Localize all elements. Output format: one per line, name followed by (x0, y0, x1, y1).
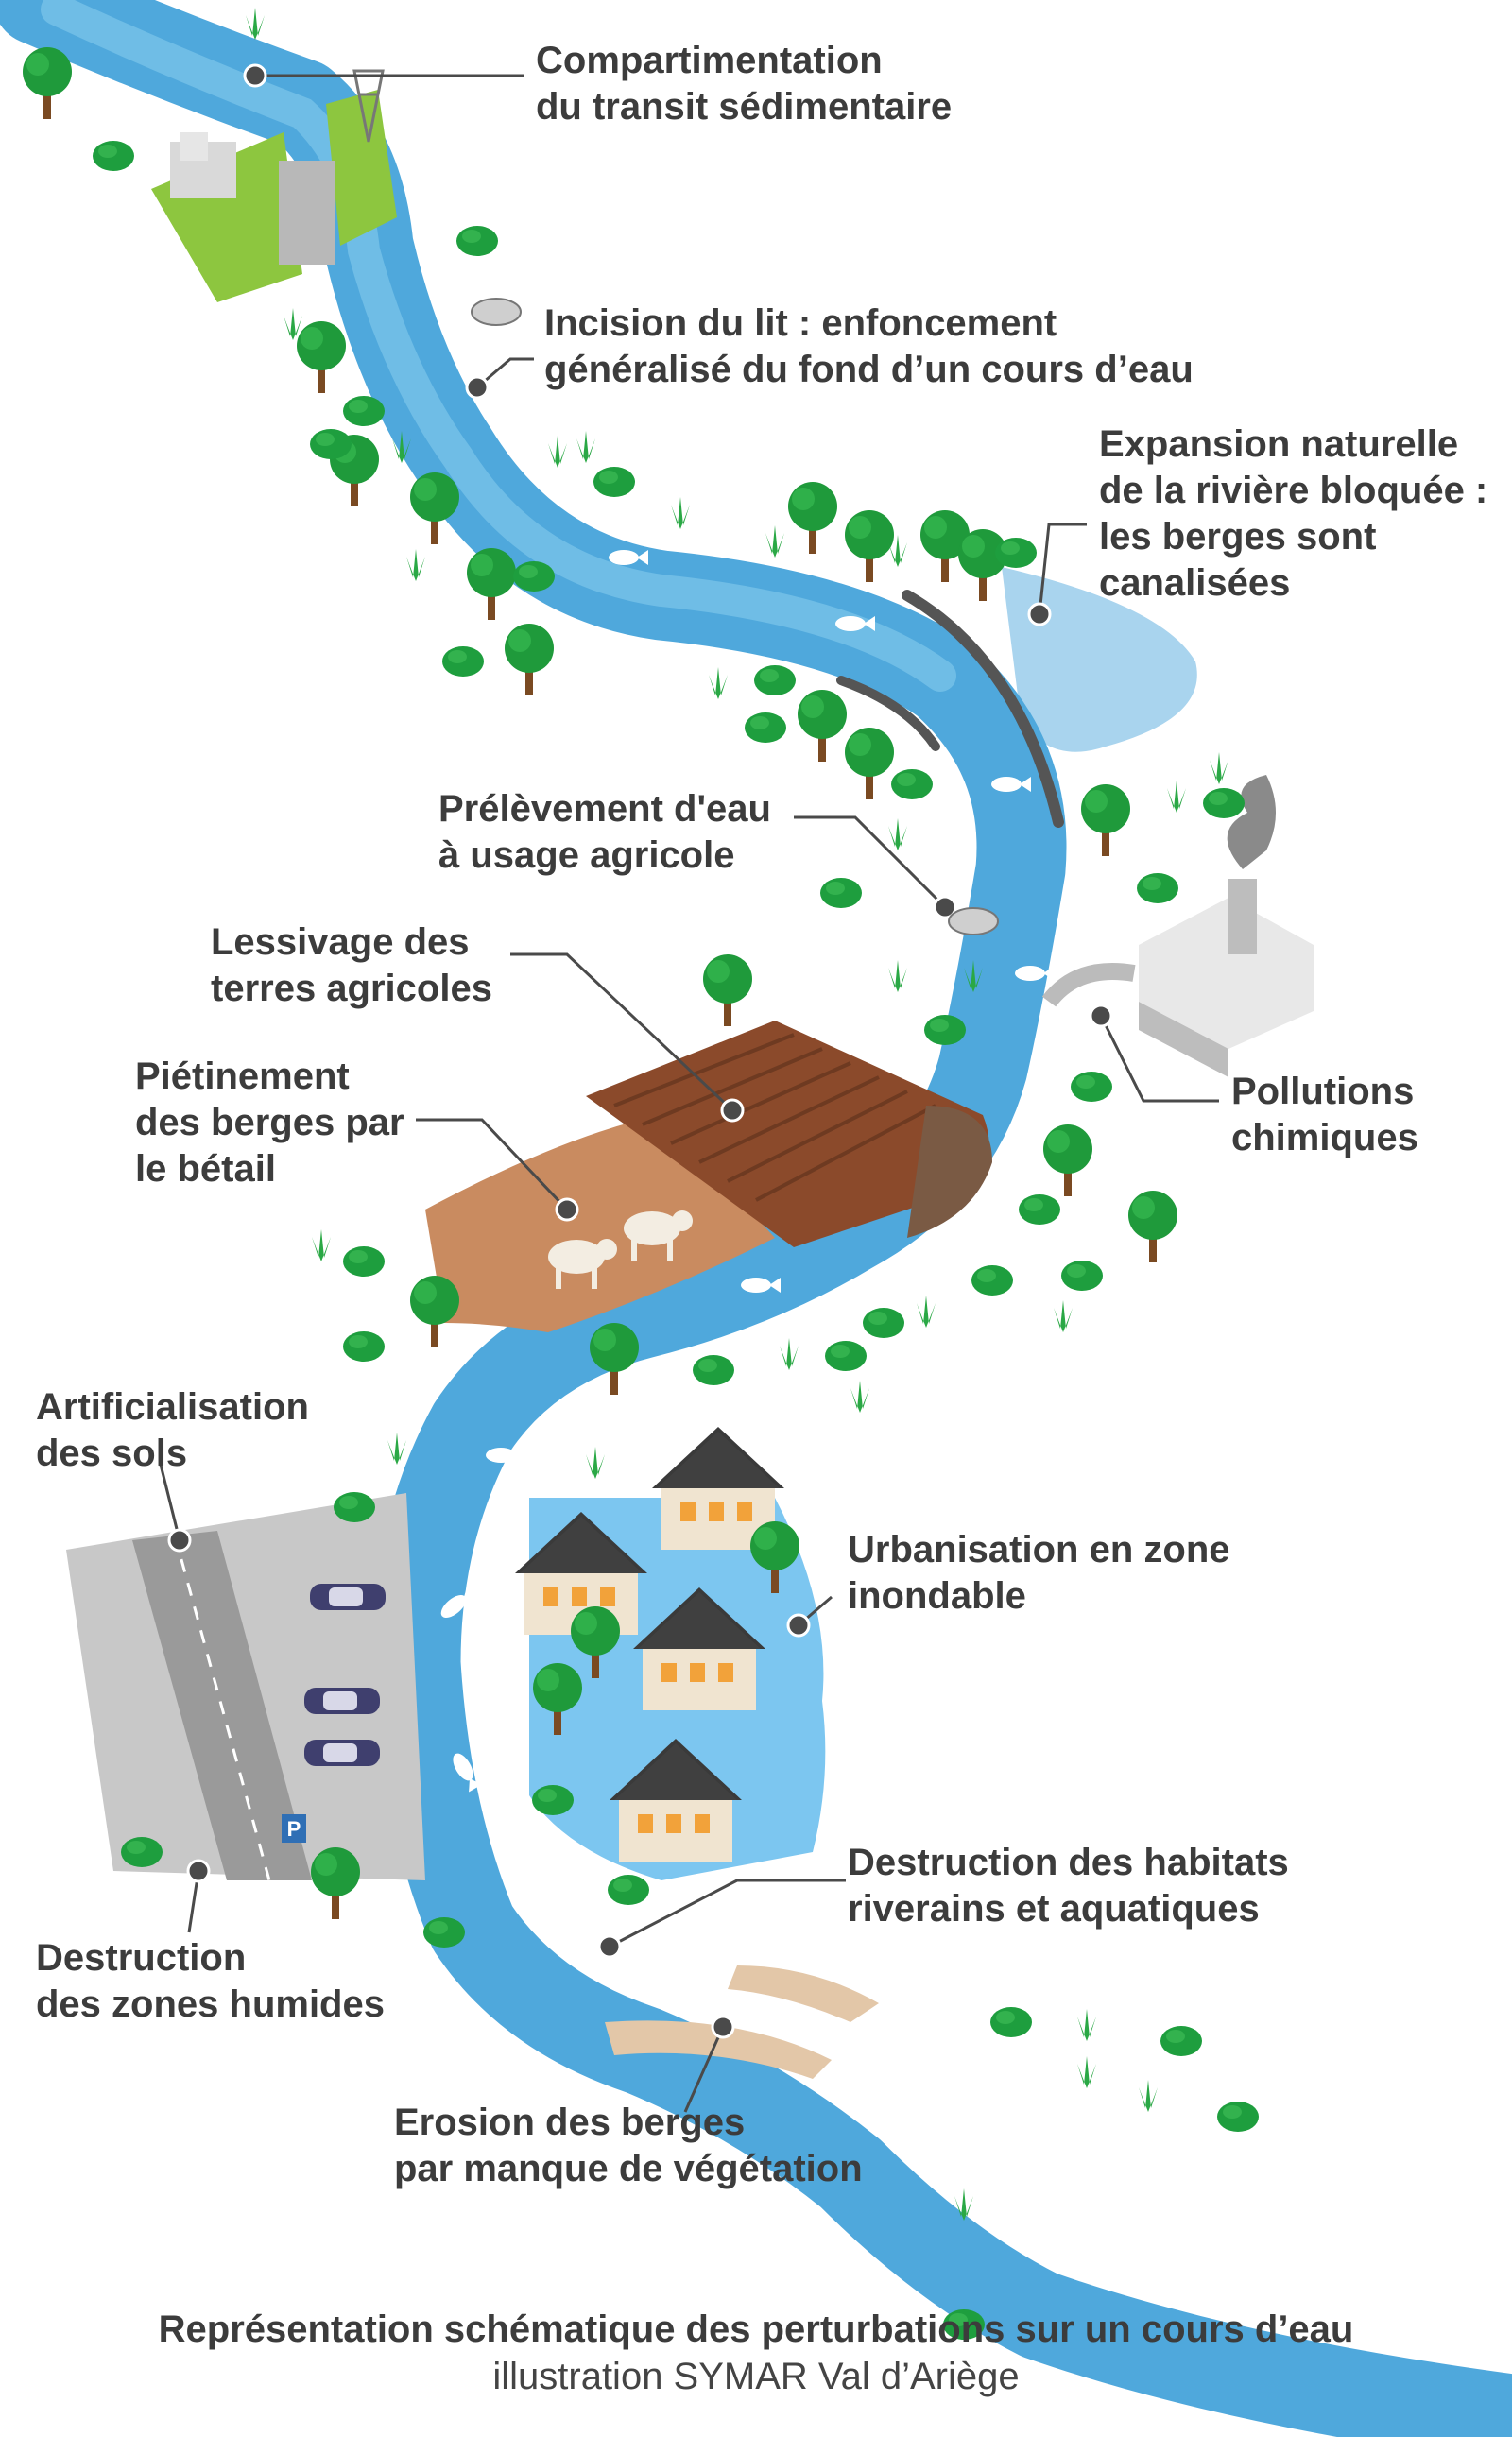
pollution-drain (1041, 963, 1136, 1007)
erosion-bank (605, 2020, 832, 2079)
leader-expansion (1038, 523, 1087, 615)
leader-habitats (609, 1879, 846, 1948)
leader-artificialisation (159, 1464, 181, 1541)
marker-expansion (1027, 602, 1052, 626)
label-erosion: Erosion des berges par manque de végétat… (394, 2102, 863, 2189)
marker-incision (465, 375, 490, 400)
label-pollutions: Pollutions chimiques (1231, 1071, 1418, 1158)
intake-top (471, 298, 522, 326)
factory (1139, 898, 1314, 1049)
marker-habitats (597, 1934, 622, 1959)
diagram-title: Représentation schématique des perturbat… (158, 2308, 1354, 2350)
diagram-credit: illustration SYMAR Val d’Ariège (492, 2356, 1020, 2397)
label-artificialisation: Artificialisation des sols (36, 1386, 309, 1474)
parking-sign (282, 1814, 306, 1843)
erosion-bank-2 (728, 1965, 879, 2022)
marker-erosion (711, 2015, 735, 2039)
marker-prelevement (933, 895, 957, 919)
leader-pollutions (1099, 1015, 1219, 1103)
canal-bank (902, 590, 1064, 828)
marker-artificialisation (167, 1528, 192, 1553)
dam-right-bank (326, 90, 397, 246)
label-lessivage: Lessivage des terres agricoles (211, 921, 492, 1009)
pylon (352, 69, 385, 143)
label-zones-humides: Destruction des zones humides (36, 1937, 385, 2025)
label-prelevement: Prélèvement d'eau à usage agricole (438, 788, 771, 876)
leader-lessivage (510, 952, 734, 1112)
leader-erosion (683, 2026, 725, 2113)
label-habitats: Destruction des habitats riverains et aq… (848, 1842, 1289, 1930)
label-sediment: Compartimentation du transit sédimentair… (536, 40, 953, 128)
marker-urbanisation (786, 1613, 811, 1638)
smoke (1227, 775, 1276, 869)
label-pietinement: Piétinement des berges par le bétail (135, 1055, 404, 1190)
label-urbanisation: Urbanisation en zone inondable (848, 1529, 1230, 1617)
mud-bank (907, 1106, 992, 1238)
marker-pollutions (1089, 1004, 1113, 1028)
footer: Représentation schématique des perturbat… (0, 2306, 1512, 2400)
marker-pietinement (555, 1197, 579, 1222)
leader-prelevement (794, 815, 947, 909)
leader-incision (476, 357, 534, 389)
marker-lessivage (720, 1098, 745, 1123)
label-expansion: Expansion naturelle de la rivière bloqué… (1099, 423, 1488, 604)
marker-sediment (243, 63, 267, 88)
dam-wall (279, 161, 335, 265)
leader-pietinement (416, 1118, 569, 1211)
marker-zones-humides (186, 1859, 211, 1883)
intake-agri (948, 907, 999, 935)
river-highlight (41, 0, 956, 692)
canal-bank-inner (836, 676, 940, 751)
label-incision: Incision du lit : enfoncement généralisé… (544, 302, 1194, 390)
parking-sign-text: P (287, 1817, 301, 1841)
